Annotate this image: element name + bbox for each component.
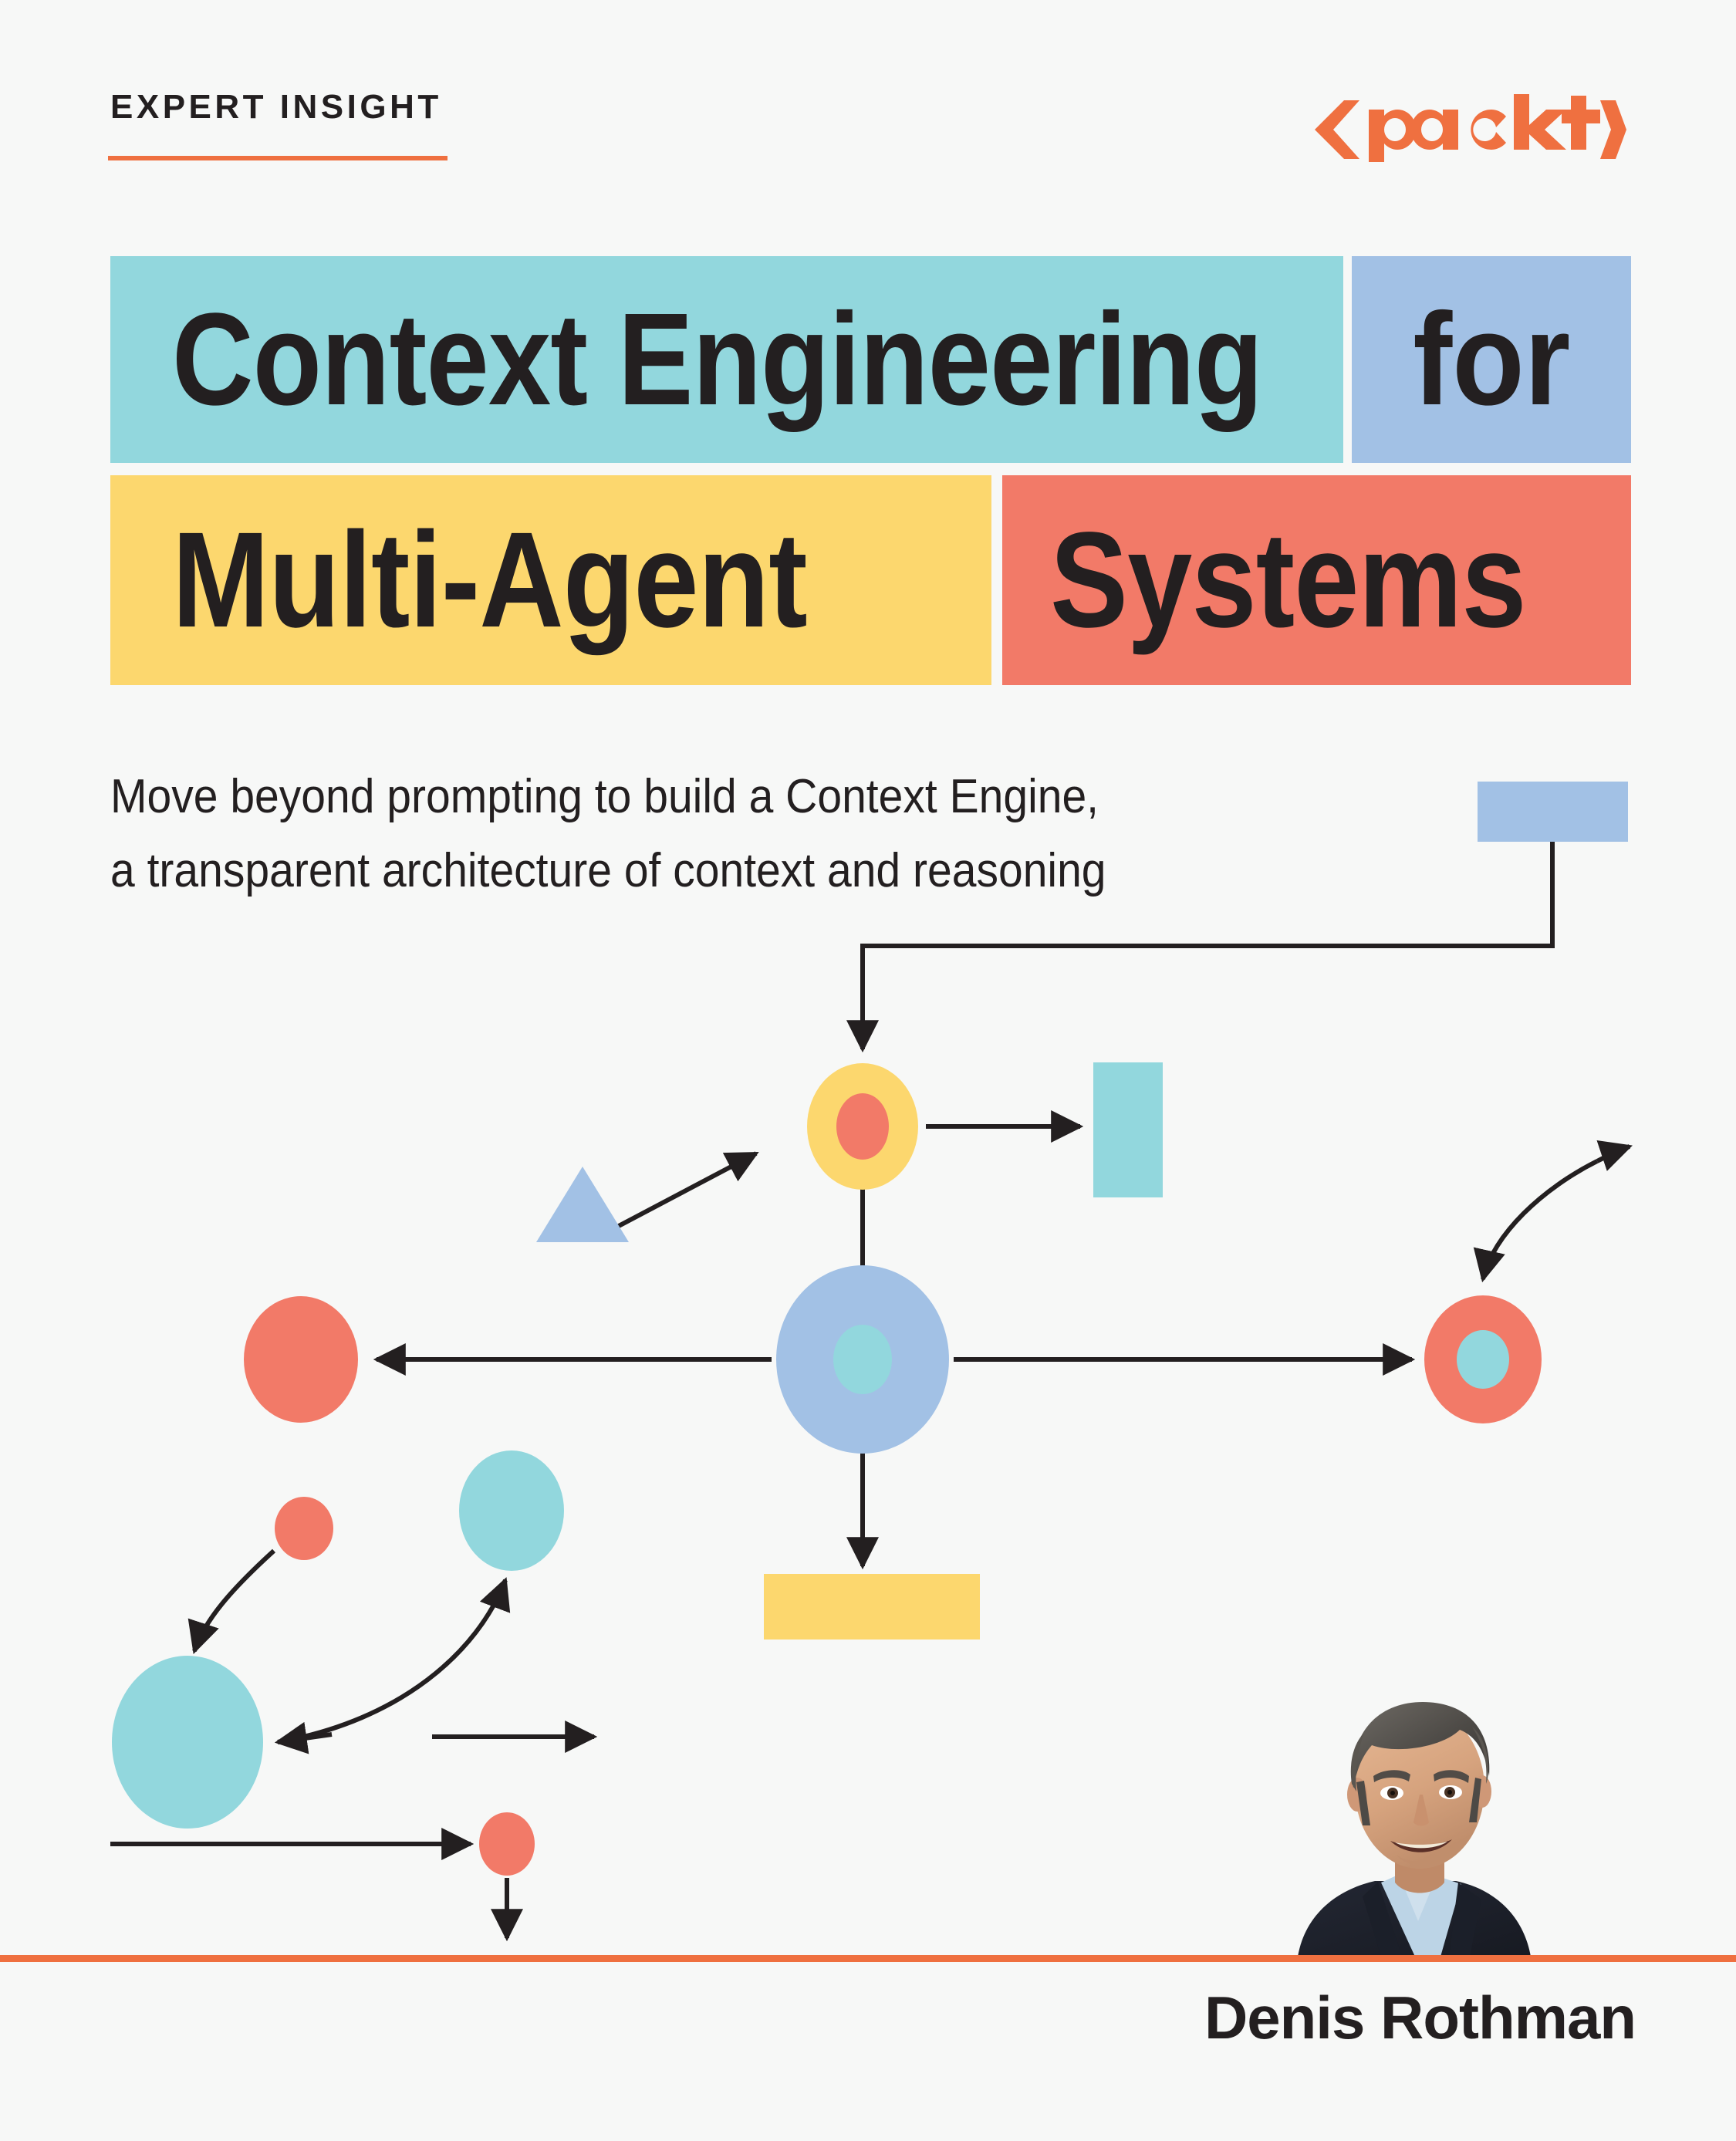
node-yellow-bottom-rect <box>764 1574 980 1640</box>
edge-right-curve-in <box>1473 1159 1599 1283</box>
edge-teal-large-to-mid <box>277 1577 511 1744</box>
node-right-salmon <box>1424 1295 1542 1423</box>
author-name: Denis Rothman <box>1204 1984 1636 2052</box>
node-triangle-blue <box>536 1167 629 1242</box>
node-source-rect-blue <box>1478 782 1628 842</box>
node-left-salmon <box>244 1296 358 1423</box>
edge-right-curve-out <box>1596 1140 1633 1171</box>
node-right-core-teal <box>1457 1330 1509 1389</box>
node-center-hub-core-teal <box>833 1325 892 1394</box>
author-portrait <box>1282 1690 1545 1957</box>
footer-rule <box>0 1955 1736 1962</box>
title-text-multi-agent: Multi-Agent <box>172 505 808 656</box>
title-block-for: for <box>1352 256 1631 463</box>
node-teal-mid-circle <box>459 1450 564 1571</box>
title-text-for: for <box>1413 286 1570 433</box>
imprint-label: EXPERT INSIGHT <box>110 88 442 126</box>
edge-into-teal-large <box>274 1721 333 1754</box>
subtitle-line-1: Move beyond prompting to build a Context… <box>110 770 1099 823</box>
edge-small-to-teal-large <box>187 1548 276 1654</box>
title-text-context: Context Engineering <box>172 286 1263 433</box>
imprint-underline <box>108 156 448 160</box>
subtitle: Move beyond prompting to build a Context… <box>110 760 1331 908</box>
node-small-salmon-circle <box>275 1497 333 1560</box>
node-small-salmon-bottom <box>479 1812 535 1876</box>
node-teal-tall-rect <box>1093 1062 1163 1197</box>
packt-logo <box>1315 94 1626 162</box>
title-text-systems: Systems <box>1050 505 1527 656</box>
node-hub-yellow <box>807 1063 918 1190</box>
subtitle-line-2: a transparent architecture of context an… <box>110 844 1106 897</box>
node-center-hub-blue <box>776 1265 949 1454</box>
title-block-context: Context Engineering <box>110 256 1343 463</box>
node-hub-core-salmon <box>836 1093 889 1160</box>
title-block-multi-agent: Multi-Agent <box>110 475 991 685</box>
node-teal-large-circle <box>112 1656 263 1829</box>
title-block-systems: Systems <box>1002 475 1631 685</box>
edge-triangle-to-hub <box>616 1151 759 1229</box>
